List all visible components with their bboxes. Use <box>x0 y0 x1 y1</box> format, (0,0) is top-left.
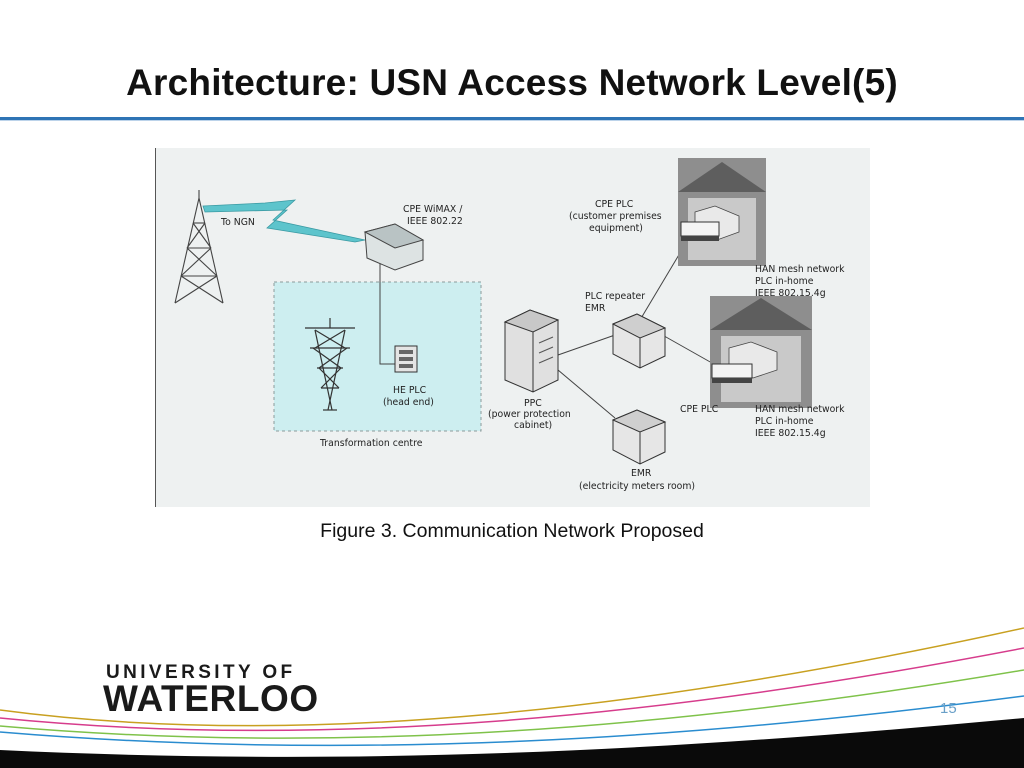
emr-device-icon <box>611 409 667 465</box>
ppc-label-1: PPC <box>524 398 542 409</box>
han-bottom-label-1: HAN mesh network <box>755 404 845 415</box>
transformation-centre-label: Transformation centre <box>319 438 423 449</box>
decorative-swoosh <box>0 627 1024 768</box>
cpe-wimax-label-1: CPE WiMAX / <box>403 204 463 215</box>
electricity-pylon-icon <box>305 318 355 411</box>
han-bottom-label-3: IEEE 802.15.4g <box>755 428 826 439</box>
title-divider-shadow <box>0 120 1024 121</box>
figure-border <box>155 148 156 507</box>
he-plc-label-2: (head end) <box>383 397 434 408</box>
house-icon <box>710 296 812 408</box>
network-diagram: Transformation centre To NGN <box>155 148 870 507</box>
figure-caption: Figure 3. Communication Network Proposed <box>320 520 704 542</box>
to-ngn-label: To NGN <box>220 217 255 228</box>
page-number: 15 <box>940 700 957 717</box>
radio-tower-icon <box>174 190 224 304</box>
cpe-plc-top-label-2: (customer premises <box>569 211 662 222</box>
title-divider <box>0 117 1024 120</box>
han-top-label-1: HAN mesh network <box>755 264 845 275</box>
cpe-wimax-label-2: IEEE 802.22 <box>407 216 463 227</box>
han-bottom-label-2: PLC in-home <box>755 416 814 427</box>
transformation-centre-zone <box>273 281 482 432</box>
han-top-label-2: PLC in-home <box>755 276 814 287</box>
plc-repeater-device-icon <box>611 313 667 369</box>
emr-label-1: EMR <box>631 468 652 479</box>
university-logo-line2: WATERLOO <box>103 678 319 719</box>
cpe-plc-bottom-label: CPE PLC <box>680 404 718 415</box>
university-logo-line1: UNIVERSITY OF <box>106 662 296 683</box>
cpe-wimax-device-icon <box>363 223 425 271</box>
emr-label-2: (electricity meters room) <box>579 481 695 492</box>
ppc-label-2: (power protection <box>488 409 571 420</box>
plc-repeater-label-2: EMR <box>585 303 606 314</box>
wireless-link-icon <box>202 199 366 243</box>
cpe-plc-top-label-3: equipment) <box>589 223 643 234</box>
house-icon <box>678 158 766 266</box>
ppc-label-3: cabinet) <box>514 420 552 431</box>
ppc-cabinet-icon <box>503 309 560 393</box>
han-top-label-3: IEEE 802.15.4g <box>755 288 826 299</box>
slide-title: Architecture: USN Access Network Level(5… <box>126 62 898 103</box>
he-plc-device-icon <box>394 345 418 373</box>
cpe-plc-top-label-1: CPE PLC <box>595 199 633 210</box>
plc-repeater-label-1: PLC repeater <box>585 291 645 302</box>
he-plc-label-1: HE PLC <box>393 385 426 396</box>
